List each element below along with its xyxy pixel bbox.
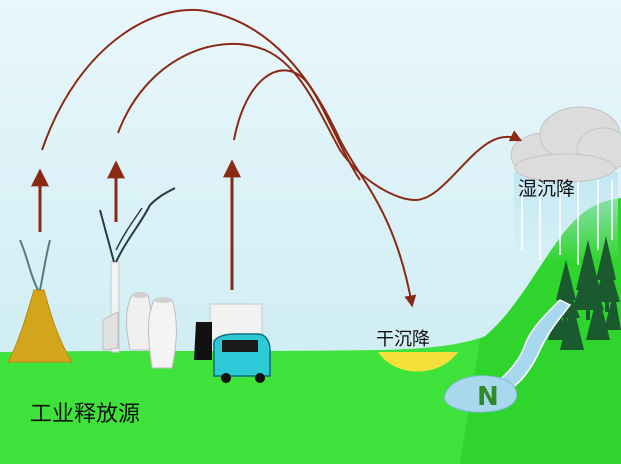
transport-path-2 <box>117 42 523 202</box>
factory-icon <box>99 187 177 369</box>
tree-icon <box>548 236 621 350</box>
volcano-icon <box>7 239 73 363</box>
wet-deposition-label: 湿沉降 <box>518 178 576 200</box>
cloud-icon <box>510 106 621 183</box>
truck-icon <box>194 303 271 383</box>
rain-icon <box>514 172 618 265</box>
dry-deposit <box>378 352 458 372</box>
dry-deposition-label: 干沉降 <box>376 329 430 350</box>
transport-path-1 <box>41 8 417 308</box>
water-icon: N <box>443 375 518 413</box>
source-label: 工业释放源 <box>30 402 141 427</box>
water-marker-text: N <box>477 382 499 412</box>
transport-path-3 <box>233 69 361 181</box>
